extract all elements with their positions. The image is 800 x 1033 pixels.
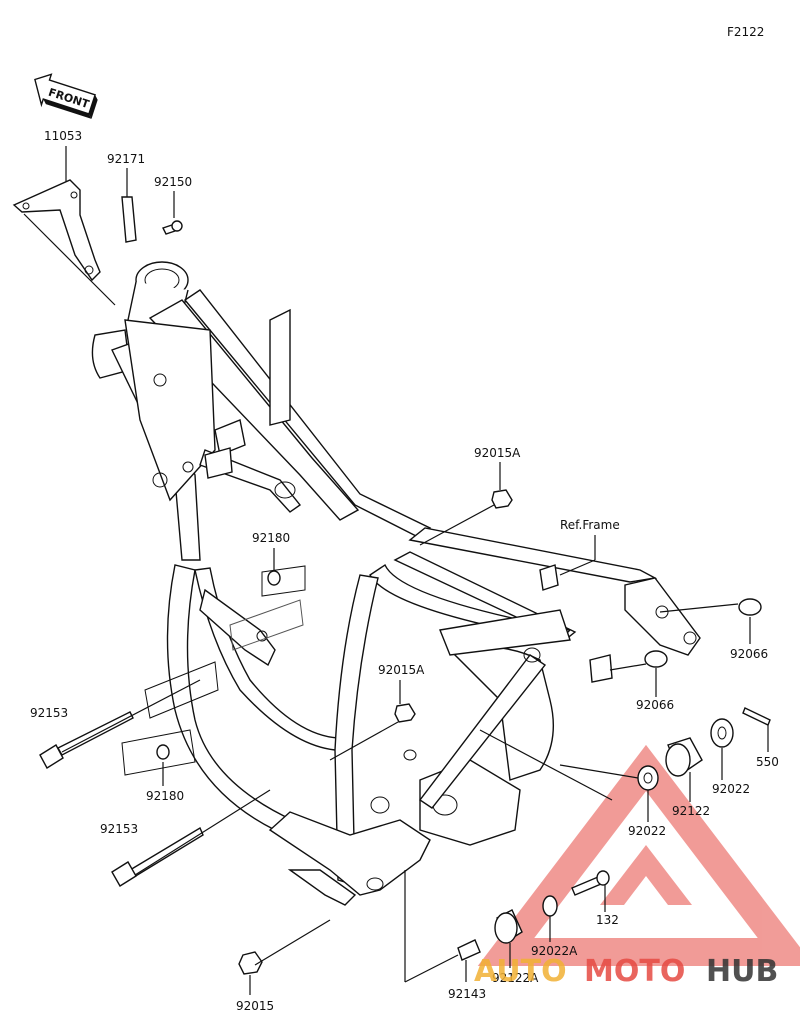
motorcycle-frame xyxy=(91,261,701,906)
label-92153-lower: 92153 xyxy=(100,822,138,836)
label-11053: 11053 xyxy=(44,129,82,143)
watermark-text: AUTO MOTO HUB xyxy=(474,954,778,989)
label-550: 550 xyxy=(756,755,779,769)
part-92015A-nut-upper xyxy=(491,489,513,509)
label-92150: 92150 xyxy=(154,175,192,189)
part-92150-bolt xyxy=(162,220,183,235)
part-92066-cap-lower xyxy=(644,650,668,668)
part-92015A-nut-lower xyxy=(394,703,416,723)
part-132-bolt xyxy=(571,870,610,896)
label-92122A: 92122A xyxy=(492,971,539,985)
label-92022-right: 92022 xyxy=(712,782,750,796)
label-92022-left: 92022 xyxy=(628,824,666,838)
label-92066-lower: 92066 xyxy=(636,698,674,712)
part-92153-bolt-upper xyxy=(39,711,134,769)
label-92171: 92171 xyxy=(107,152,145,166)
label-92066-upper: 92066 xyxy=(730,647,768,661)
label-92180-upper: 92180 xyxy=(252,531,290,545)
label-132: 132 xyxy=(596,913,619,927)
part-92015-nut xyxy=(238,951,263,975)
label-92015A-lower: 92015A xyxy=(378,663,425,677)
part-92180-washer-lower xyxy=(156,744,170,760)
part-92171-strap xyxy=(121,196,137,243)
label-92153-upper: 92153 xyxy=(30,706,68,720)
watermark-hub: HUB xyxy=(706,954,778,989)
figure-code: F2122 xyxy=(727,25,764,39)
watermark-auto: AUTO xyxy=(474,954,567,989)
part-92022-washer-left xyxy=(637,765,659,791)
part-92180-washer-upper xyxy=(267,570,281,586)
front-arrow-icon: FRONT xyxy=(34,73,98,119)
frame-panels xyxy=(121,565,306,776)
label-92015A-upper: 92015A xyxy=(474,446,521,460)
leader-lines xyxy=(23,146,769,995)
label-92122: 92122 xyxy=(672,804,710,818)
part-92022-washer-right xyxy=(710,718,734,748)
label-92022A: 92022A xyxy=(531,944,578,958)
watermark-logo xyxy=(477,744,800,966)
part-550-pin xyxy=(742,707,771,726)
part-92143-collar xyxy=(457,939,481,961)
part-92066-cap-upper xyxy=(738,598,762,616)
part-92122-bush xyxy=(665,737,703,777)
label-92180-lower: 92180 xyxy=(146,789,184,803)
part-11053-bracket xyxy=(12,179,101,282)
part-92153-bolt-lower xyxy=(111,826,204,887)
part-92022A-washer xyxy=(542,895,558,917)
watermark-moto: MOTO xyxy=(584,954,685,989)
part-92122A-bush xyxy=(494,909,523,944)
label-ref-frame: Ref.Frame xyxy=(560,518,620,532)
label-92143: 92143 xyxy=(448,987,486,1001)
label-92015: 92015 xyxy=(236,999,274,1013)
